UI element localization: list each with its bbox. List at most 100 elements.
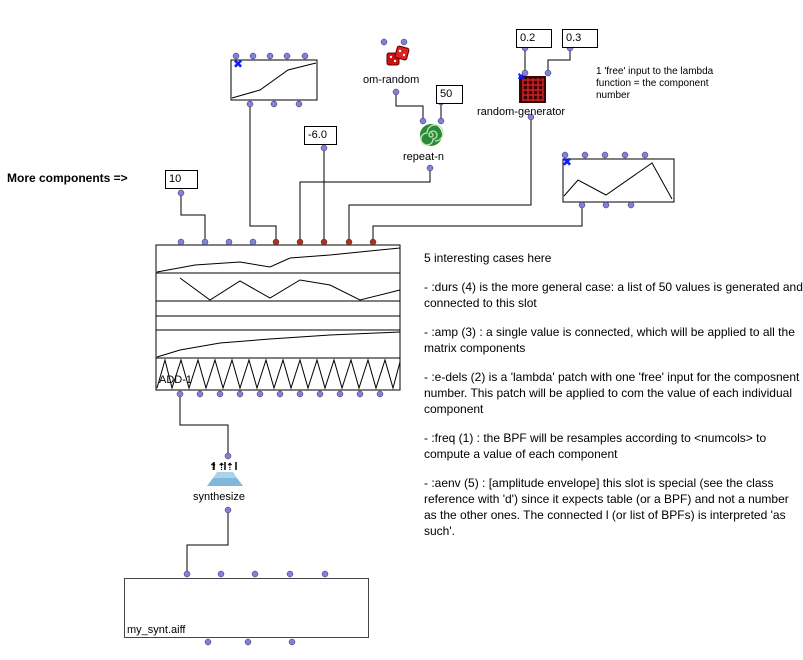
- add-inlet-connected[interactable]: [320, 238, 328, 246]
- add-outlet[interactable]: [296, 390, 304, 398]
- sound-file-box[interactable]: my_synt.aiff: [124, 578, 369, 638]
- comment-intro: 5 interesting cases here: [424, 251, 552, 265]
- connection-numcols: [180, 193, 206, 240]
- sound-outlet[interactable]: [288, 638, 296, 646]
- synthesize-label: synthesize: [193, 491, 245, 503]
- bpf-outlet[interactable]: [270, 100, 278, 108]
- bpf-inlet[interactable]: [581, 151, 589, 159]
- bpf-inlet[interactable]: [301, 52, 309, 60]
- add-outlet[interactable]: [336, 390, 344, 398]
- connection-synthesize-in: [179, 397, 229, 454]
- sound-inlet[interactable]: [217, 570, 225, 578]
- sound-inlet[interactable]: [183, 570, 191, 578]
- bpf-select-icon: ✖: [233, 57, 243, 71]
- random-min-input[interactable]: 0.2: [516, 29, 552, 48]
- add-outlet[interactable]: [196, 390, 204, 398]
- connection-random-max: [547, 48, 571, 74]
- bpf-select-icon: ✖: [562, 155, 572, 169]
- bpf-outlet[interactable]: [602, 201, 610, 209]
- add-class-box[interactable]: [155, 244, 401, 391]
- add-outlet[interactable]: [276, 390, 284, 398]
- comment-amp: - :amp (3) : a single value is connected…: [424, 325, 795, 355]
- add-inlet[interactable]: [201, 238, 209, 246]
- add-outlet[interactable]: [216, 390, 224, 398]
- random-generator-outlet[interactable]: [527, 113, 535, 121]
- more-components-label: More components =>: [7, 171, 128, 185]
- amp-input[interactable]: -6.0: [304, 126, 337, 145]
- grid-icon[interactable]: [519, 76, 546, 103]
- svg-text:⇡⇡⇡: ⇡⇡⇡: [209, 462, 234, 473]
- random-generator-inlet[interactable]: [521, 69, 529, 77]
- amp-outlet[interactable]: [320, 144, 328, 152]
- lambda-mode-icon: ✖: [517, 72, 525, 83]
- om-random-label: om-random: [363, 74, 420, 86]
- connection-freq: [249, 103, 277, 240]
- repeat-count-input[interactable]: 50: [436, 85, 463, 104]
- numcols-outlet[interactable]: [177, 189, 185, 197]
- add-inlet-connected[interactable]: [345, 238, 353, 246]
- bpf-outlet[interactable]: [295, 100, 303, 108]
- add-inlet[interactable]: [249, 238, 257, 246]
- spiral-icon[interactable]: [420, 124, 444, 146]
- sound-inlet[interactable]: [251, 570, 259, 578]
- random-generator-label: random-generator: [477, 106, 566, 118]
- bpf-inlet[interactable]: [232, 52, 240, 60]
- sound-inlet[interactable]: [321, 570, 329, 578]
- bpf-inlet[interactable]: [283, 52, 291, 60]
- comment-freq: - :freq (1) : the BPF will be resamples …: [424, 431, 767, 461]
- bpf-outlet[interactable]: [578, 201, 586, 209]
- repeat-n-inlet[interactable]: [437, 117, 445, 125]
- comment-edels: - :e-dels (2) is a 'lambda' patch with o…: [424, 370, 800, 416]
- synthesize-inlet[interactable]: [224, 452, 232, 460]
- lambda-note: 1 'free' input to the lambda function = …: [596, 66, 714, 101]
- bpf-inlet[interactable]: [641, 151, 649, 159]
- om-random-outlet[interactable]: [392, 88, 400, 96]
- om-random-inlet[interactable]: [400, 38, 408, 46]
- add-outlet[interactable]: [176, 390, 184, 398]
- bpf-freq-box[interactable]: [230, 59, 318, 101]
- random-max-input[interactable]: 0.3: [562, 29, 598, 48]
- numcols-input[interactable]: 10: [165, 170, 198, 189]
- add-outlet[interactable]: [316, 390, 324, 398]
- port-dots[interactable]: [176, 38, 649, 646]
- synthesize-outlet[interactable]: [224, 506, 232, 514]
- bpf-aenv-box[interactable]: [562, 158, 675, 203]
- repeat-n-outlet[interactable]: [426, 164, 434, 172]
- bpf-inlet[interactable]: [621, 151, 629, 159]
- add-outlet[interactable]: [376, 390, 384, 398]
- add-inlet[interactable]: [225, 238, 233, 246]
- connection-edels: [348, 117, 532, 240]
- sound-inlet[interactable]: [286, 570, 294, 578]
- bpf-inlet[interactable]: [601, 151, 609, 159]
- bpf-inlet[interactable]: [266, 52, 274, 60]
- add-inlet-connected[interactable]: [369, 238, 377, 246]
- connection-om-random: [395, 92, 424, 120]
- synthesize-icon[interactable]: ⇡⇡⇡: [207, 462, 243, 486]
- connection-durs: [299, 168, 431, 240]
- add-class-label: ADD-1: [159, 374, 193, 386]
- add-inlet[interactable]: [177, 238, 185, 246]
- explanation-comment: 5 interesting cases here - :durs (4) is …: [424, 250, 803, 552]
- add-inlet-connected[interactable]: [296, 238, 304, 246]
- add-outlet[interactable]: [356, 390, 364, 398]
- comment-aenv: - :aenv (5) : [amplitude envelope] this …: [424, 476, 789, 538]
- bpf-outlet[interactable]: [246, 100, 254, 108]
- connection-aenv: [372, 204, 583, 240]
- connection-sound-out: [186, 510, 229, 572]
- add-outlet[interactable]: [256, 390, 264, 398]
- om-random-inlet[interactable]: [380, 38, 388, 46]
- sound-file-label: my_synt.aiff: [127, 624, 186, 636]
- comment-durs: - :durs (4) is the more general case: a …: [424, 280, 803, 310]
- bpf-inlet[interactable]: [249, 52, 257, 60]
- dice-icon[interactable]: [386, 45, 410, 66]
- add-outlet[interactable]: [236, 390, 244, 398]
- random-generator-inlet[interactable]: [544, 69, 552, 77]
- bpf-inlet[interactable]: [561, 151, 569, 159]
- sound-outlet[interactable]: [244, 638, 252, 646]
- add-inlet-connected[interactable]: [272, 238, 280, 246]
- bpf-outlet[interactable]: [627, 201, 635, 209]
- sound-outlet[interactable]: [204, 638, 212, 646]
- repeat-n-inlet[interactable]: [419, 117, 427, 125]
- patch-connections: [179, 48, 583, 572]
